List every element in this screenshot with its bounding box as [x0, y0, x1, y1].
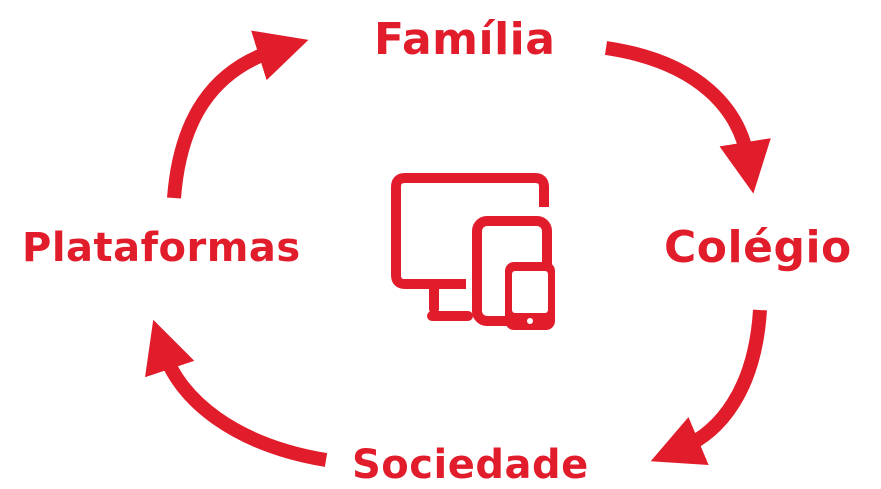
node-label-colegio: Colégio — [664, 222, 852, 273]
arrow-sociedade-to-plataformas — [145, 319, 328, 467]
node-label-familia: Família — [374, 14, 556, 65]
smartphone-icon — [505, 262, 555, 330]
arrow-plataformas-to-familia — [167, 30, 309, 199]
node-label-sociedade: Sociedade — [352, 442, 589, 488]
desktop-monitor-icon — [391, 173, 549, 321]
arrow-colegio-to-sociedade — [650, 309, 767, 465]
arrow-familia-to-colegio — [604, 41, 771, 194]
node-label-plataformas: Plataformas — [22, 225, 301, 271]
multi-device-icon — [391, 173, 555, 330]
